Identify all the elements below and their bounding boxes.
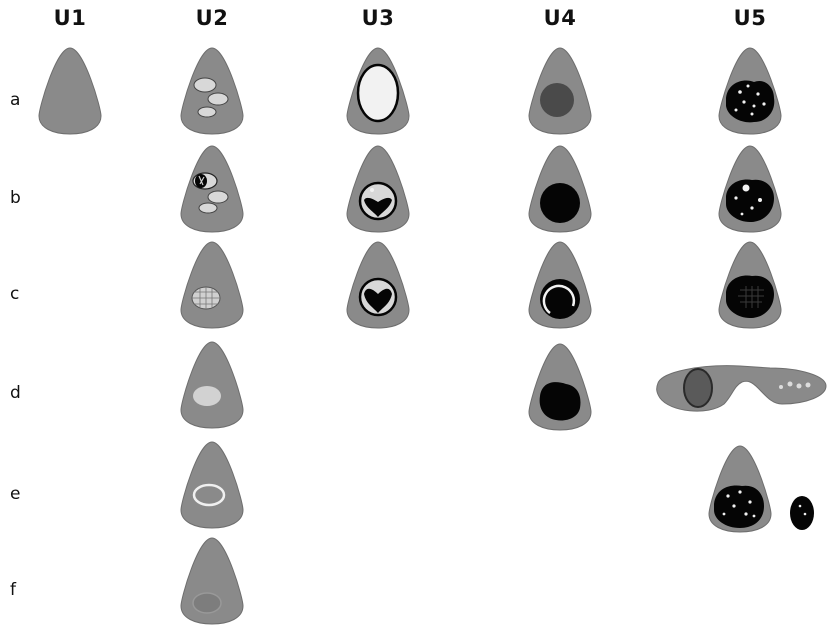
- drawing-u3-b: [347, 146, 409, 232]
- drawing-u4-b: [529, 146, 591, 232]
- drawing-u4-d: [529, 344, 591, 430]
- drawing-u1-a: [39, 48, 101, 134]
- drawing-u2-f: [181, 538, 243, 624]
- drawing-u5-a: [719, 48, 781, 134]
- drawing-u5-e-oval: [790, 496, 814, 530]
- drawing-u5-b: [719, 146, 781, 232]
- drawing-u4-c: [529, 242, 591, 328]
- drawing-u2-e: [181, 442, 243, 528]
- drawing-u2-c: [181, 242, 243, 328]
- drawing-u2-d: [181, 342, 243, 428]
- drawing-u5-e: [709, 446, 771, 532]
- drawing-u4-a: [529, 48, 591, 134]
- drawing-u2-a: [181, 48, 243, 134]
- drawing-u2-b: [181, 146, 243, 232]
- drawing-u5-c: [719, 242, 781, 328]
- drawing-u3-a: [347, 48, 409, 134]
- drawing-u5-d: [657, 366, 826, 411]
- drawing-u3-c: [347, 242, 409, 328]
